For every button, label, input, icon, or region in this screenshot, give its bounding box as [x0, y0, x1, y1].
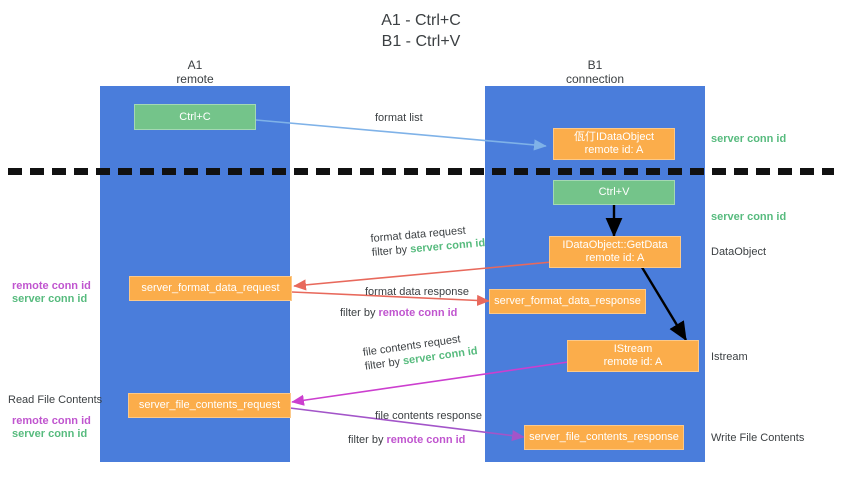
node-server-file-contents-response[interactable]: server_file_contents_response	[524, 425, 684, 450]
edge-label-format-data-response-line2: filter by remote conn id	[340, 306, 469, 320]
phase-divider	[8, 168, 834, 175]
annotation-left-remote-conn-id-2: remote conn id	[12, 415, 91, 427]
filter-by-text-1: filter by	[371, 243, 408, 259]
node-istream[interactable]: IStream remote id: A	[567, 340, 699, 372]
annotation-right-istream: Istream	[711, 351, 748, 363]
node-ctrl-v[interactable]: Ctrl+V	[553, 180, 675, 205]
filter-by-text-2: filter by	[340, 307, 376, 319]
node-server-file-contents-request[interactable]: server_file_contents_request	[128, 393, 291, 418]
node-istream-line1: IStream	[613, 343, 653, 355]
node-server-file-contents-request-label: server_file_contents_request	[138, 399, 281, 411]
edge-label-file-contents-response: file contents response filter by remote …	[348, 409, 483, 447]
edge-label-format-data-response-line1: format data response	[365, 286, 469, 298]
page-title: A1 - Ctrl+C B1 - Ctrl+V	[381, 12, 461, 50]
annotation-right-dataobject: DataObject	[711, 246, 767, 258]
annotation-left-server-conn-id-2: server conn id	[12, 428, 88, 440]
arrow-format-data-response	[291, 291, 490, 307]
filter-by-text-4: filter by	[348, 434, 384, 446]
node-ctrl-v-label: Ctrl+V	[598, 186, 630, 198]
edge-label-format-data-response: format data response filter by remote co…	[340, 285, 469, 320]
edge-label-file-contents-response-line2: filter by remote conn id	[348, 433, 482, 447]
node-idataobject[interactable]: 佤仃IDataObject remote id: A	[553, 128, 675, 160]
column-header-a1-name: A1	[187, 58, 203, 72]
annotation-left-remote-conn-id-1: remote conn id	[12, 280, 91, 292]
annotation-right-write-file-contents: Write File Contents	[711, 432, 805, 444]
node-idataobject-getdata[interactable]: IDataObject::GetData remote id: A	[549, 236, 681, 268]
node-server-format-data-request-label: server_format_data_request	[141, 282, 280, 294]
arrow-format-data-request	[293, 261, 553, 291]
arrow-file-contents-request	[291, 361, 569, 406]
remote-conn-id-text-1: remote conn id	[378, 307, 458, 319]
node-idataobject-line1: 佤仃IDataObject	[573, 131, 655, 143]
column-header-b1-sub: connection	[565, 72, 625, 86]
annotation-left-read-file-contents: Read File Contents	[8, 394, 103, 406]
remote-conn-id-text-2: remote conn id	[386, 434, 466, 446]
node-ctrl-c[interactable]: Ctrl+C	[134, 104, 256, 130]
node-idataobject-getdata-line1: IDataObject::GetData	[562, 239, 668, 251]
node-ctrl-c-label: Ctrl+C	[179, 110, 211, 123]
arrow-format-list	[255, 119, 547, 151]
annotation-right-server-conn-id-mid: server conn id	[711, 211, 787, 223]
edge-label-format-list: format list	[375, 112, 423, 124]
annotation-right-server-conn-id-top: server conn id	[711, 133, 787, 145]
annotation-left-server-conn-id-1: server conn id	[12, 293, 88, 305]
column-header-b1: B1 connection	[485, 58, 705, 86]
node-server-format-data-response[interactable]: server_format_data_response	[489, 289, 646, 314]
node-server-format-data-request[interactable]: server_format_data_request	[129, 276, 292, 301]
arrow-getdata-to-istream	[638, 263, 688, 342]
column-header-b1-name: B1	[587, 58, 603, 72]
column-header-a1: A1 remote	[100, 58, 290, 86]
node-server-file-contents-response-label: server_file_contents_response	[529, 431, 679, 443]
node-server-format-data-response-label: server_format_data_response	[494, 295, 641, 307]
arrow-file-contents-response	[289, 407, 525, 442]
node-idataobject-getdata-line2: remote id: A	[585, 252, 645, 264]
node-idataobject-line2: remote id: A	[584, 144, 644, 156]
node-istream-line2: remote id: A	[603, 356, 663, 368]
edge-label-file-contents-response-line1: file contents response	[375, 410, 483, 422]
column-header-a1-sub: remote	[176, 72, 214, 86]
